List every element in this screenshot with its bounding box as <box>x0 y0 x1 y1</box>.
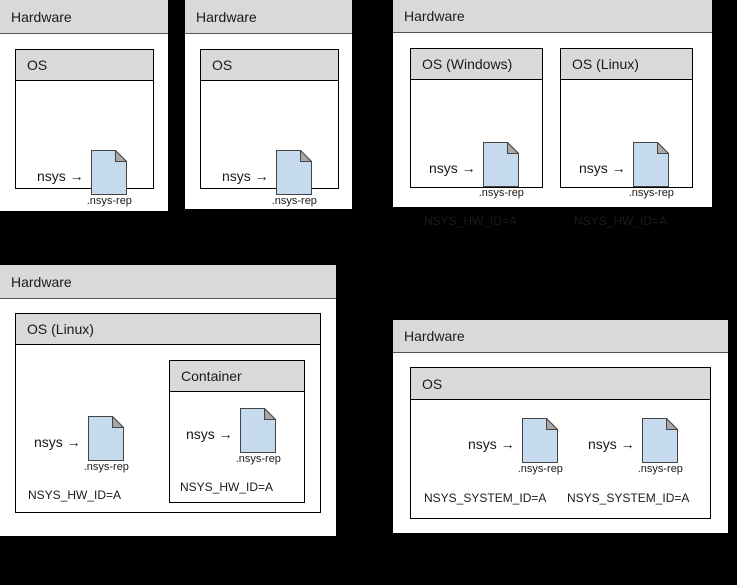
hardware-panel-4: Hardware OS (Linux) nsys → .nsys-rep NSY… <box>0 265 336 536</box>
report-document-wrap: .nsys-rep <box>272 150 317 207</box>
env-var-label-hw-id: NSYS_HW_ID=A <box>180 480 274 494</box>
os-box-5: OS nsys → .nsys-rep nsys → .nsys-rep <box>410 367 711 519</box>
report-file-caption: .nsys-rep <box>235 453 281 465</box>
os-box-linux: OS (Linux) nsys → .nsys-rep NSYS_HW_ID=A <box>560 48 693 227</box>
nsys-process-group-linux: nsys → .nsys-rep <box>579 142 674 199</box>
os-title-5: OS <box>411 368 710 400</box>
report-file-caption: .nsys-rep <box>517 463 563 475</box>
report-document-wrap: .nsys-rep <box>638 418 683 475</box>
nsys-process-group-host: nsys → .nsys-rep <box>34 416 129 473</box>
nsys-rep-document-icon <box>239 408 276 453</box>
hardware-panel-1: Hardware OS nsys → .nsys-rep <box>0 0 168 211</box>
nsys-process-group-5b: nsys → .nsys-rep <box>588 418 683 475</box>
nsys-process-group-container: nsys → .nsys-rep <box>186 408 281 465</box>
nsys-rep-document-icon <box>521 418 558 463</box>
report-document-wrap: .nsys-rep <box>84 416 129 473</box>
os-title-2: OS <box>201 50 338 81</box>
os-title-linux: OS (Linux) <box>561 49 692 80</box>
os-title-windows: OS (Windows) <box>411 49 542 80</box>
hardware-title-4: Hardware <box>0 265 336 299</box>
hardware-panel-5: Hardware OS nsys → .nsys-rep nsys → .nsy… <box>393 320 728 533</box>
nsys-rep-document-icon <box>641 418 678 463</box>
report-document-wrap: .nsys-rep <box>518 418 563 475</box>
nsys-process-group-5a: nsys → .nsys-rep <box>468 418 563 475</box>
nsys-label: nsys → <box>37 168 84 184</box>
nsys-label: nsys → <box>429 160 476 176</box>
nsys-label: nsys → <box>34 434 81 450</box>
container-title: Container <box>170 361 304 392</box>
hardware-title-1: Hardware <box>0 0 168 34</box>
report-file-caption: .nsys-rep <box>478 187 524 199</box>
os-box-linux-host: OS (Linux) nsys → .nsys-rep NSYS_HW_ID=A… <box>15 313 321 513</box>
report-file-caption: .nsys-rep <box>83 461 129 473</box>
nsys-rep-document-icon <box>632 142 669 187</box>
report-document-wrap: .nsys-rep <box>629 142 674 199</box>
report-document-wrap: .nsys-rep <box>479 142 524 199</box>
env-var-label-hw-id: NSYS_HW_ID=A <box>28 488 122 502</box>
os-box-1: OS nsys → .nsys-rep <box>15 49 154 207</box>
nsys-label: nsys → <box>186 426 233 442</box>
report-document-wrap: .nsys-rep <box>87 150 132 207</box>
report-document-wrap: .nsys-rep <box>236 408 281 465</box>
hardware-panel-3: Hardware OS (Windows) nsys → .nsys-rep N… <box>393 0 712 227</box>
env-var-label-system-id-b: NSYS_SYSTEM_ID=A <box>567 491 690 505</box>
nsys-rep-document-icon <box>87 416 124 461</box>
hardware-title-2: Hardware <box>185 0 352 34</box>
os-box-2: OS nsys → .nsys-rep <box>200 49 339 207</box>
nsys-process-group-2: nsys → .nsys-rep <box>222 150 317 207</box>
report-file-caption: .nsys-rep <box>86 195 132 207</box>
nsys-rep-document-icon <box>275 150 312 195</box>
os-title-1: OS <box>16 50 153 81</box>
env-var-label-hw-id: NSYS_HW_ID=A <box>574 214 668 228</box>
nsys-process-group-1: nsys → .nsys-rep <box>37 150 132 207</box>
env-var-label-hw-id: NSYS_HW_ID=A <box>424 214 518 228</box>
nsys-label: nsys → <box>588 436 635 452</box>
nsys-label: nsys → <box>579 160 626 176</box>
container-box: Container nsys → .nsys-rep NSYS_HW_ID=A <box>169 360 305 503</box>
nsys-rep-document-icon <box>482 142 519 187</box>
nsys-process-group-windows: nsys → .nsys-rep <box>429 142 524 199</box>
os-title-linux-host: OS (Linux) <box>16 314 320 345</box>
nsys-label: nsys → <box>468 436 515 452</box>
report-file-caption: .nsys-rep <box>628 187 674 199</box>
report-file-caption: .nsys-rep <box>271 195 317 207</box>
nsys-label: nsys → <box>222 168 269 184</box>
hardware-title-3: Hardware <box>393 0 712 33</box>
report-file-caption: .nsys-rep <box>637 463 683 475</box>
os-box-windows: OS (Windows) nsys → .nsys-rep NSYS_HW_ID… <box>410 48 543 227</box>
hardware-panel-2: Hardware OS nsys → .nsys-rep <box>185 0 352 209</box>
nsys-rep-document-icon <box>90 150 127 195</box>
env-var-label-system-id-a: NSYS_SYSTEM_ID=A <box>424 491 547 505</box>
hardware-title-5: Hardware <box>393 320 728 353</box>
